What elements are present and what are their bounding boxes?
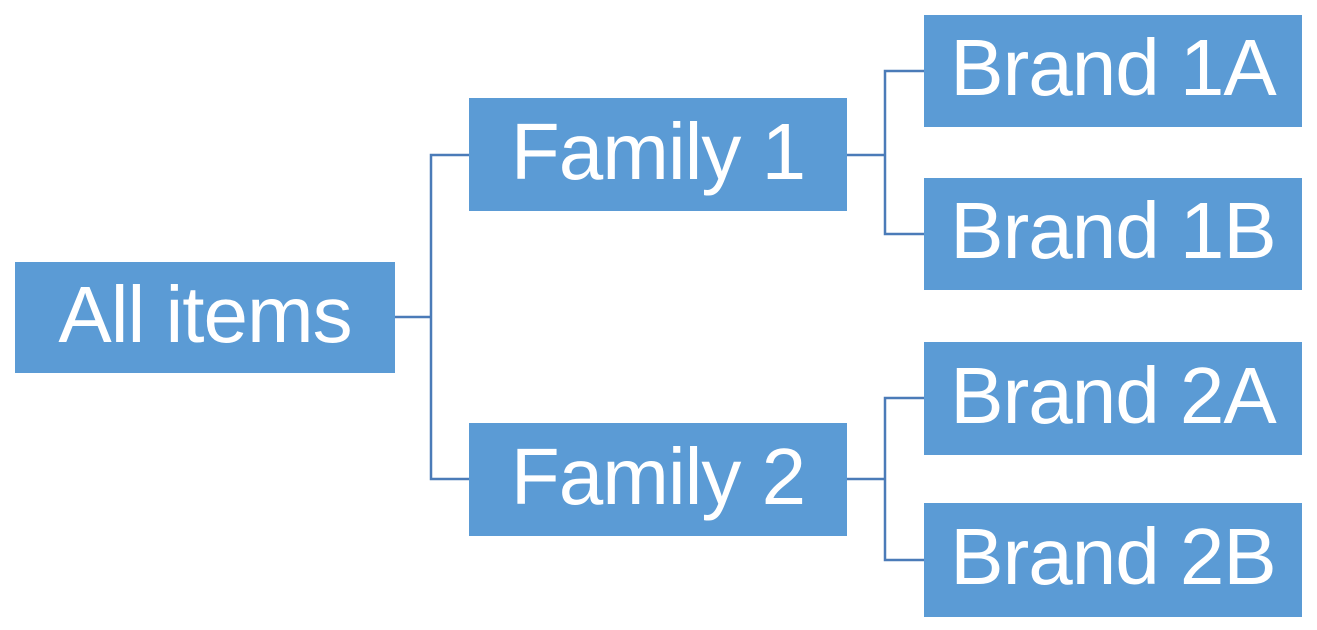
connector-root-bracket <box>429 153 469 481</box>
node-brand-2a[interactable]: Brand 2A <box>924 342 1302 455</box>
node-brand-1b[interactable]: Brand 1B <box>924 178 1302 290</box>
node-family-2-label: Family 2 <box>510 431 806 521</box>
node-family-1[interactable]: Family 1 <box>469 98 847 211</box>
node-brand-2a-label: Brand 2A <box>950 350 1277 440</box>
node-brand-1a[interactable]: Brand 1A <box>924 15 1302 127</box>
node-family-2[interactable]: Family 2 <box>469 423 847 536</box>
node-all-items-label: All items <box>58 269 352 359</box>
node-all-items[interactable]: All items <box>15 262 395 373</box>
node-family-1-label: Family 1 <box>510 106 806 196</box>
node-brand-1a-label: Brand 1A <box>950 23 1277 112</box>
node-brand-1b-label: Brand 1B <box>950 186 1277 275</box>
node-brand-2b[interactable]: Brand 2B <box>924 503 1302 617</box>
connector-family1-bracket <box>883 69 924 236</box>
node-brand-2b-label: Brand 2B <box>950 512 1277 601</box>
connector-family2-bracket <box>883 396 924 562</box>
